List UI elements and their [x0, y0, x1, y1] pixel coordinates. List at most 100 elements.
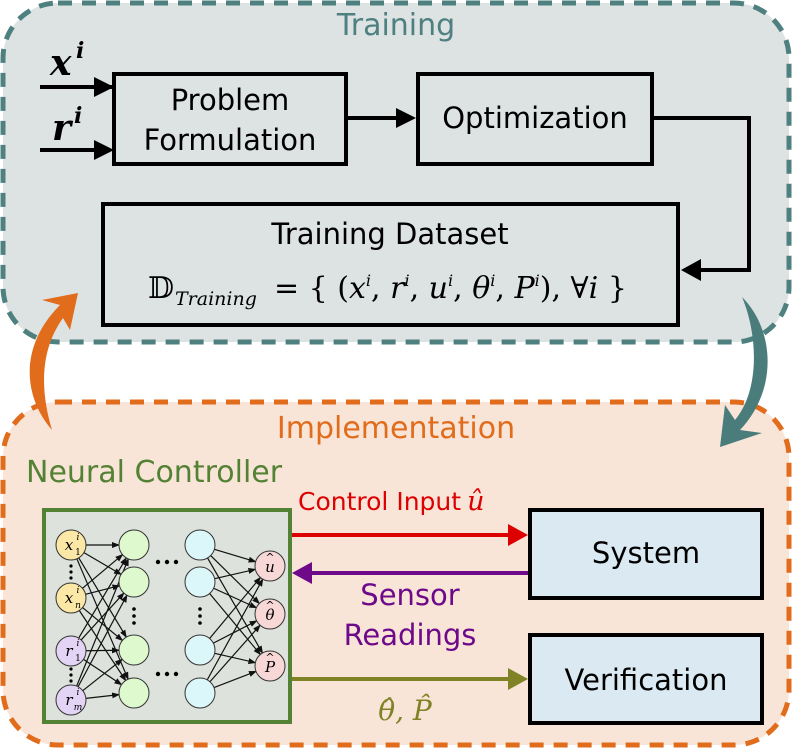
nn-edge — [82, 658, 124, 692]
nn-edge — [77, 594, 128, 688]
svg-text:r: r — [52, 107, 74, 149]
system-label: System — [592, 536, 700, 570]
input-x-label: x i — [49, 38, 84, 84]
nn-input-sup: i — [77, 586, 80, 596]
nn-input-label: x — [65, 536, 74, 554]
nn-edge — [209, 576, 262, 639]
optimization-to-dataset-arrowhead — [681, 259, 701, 281]
nn-edge — [209, 624, 261, 683]
vdots-icon — [132, 621, 136, 625]
sensor-readings-line1: Sensor — [360, 578, 459, 612]
ellipsis-icon — [173, 559, 179, 565]
training-title: Training — [336, 8, 455, 43]
nn-output-hat: ^ — [265, 599, 274, 612]
nn-output-hat: ^ — [265, 551, 274, 564]
vdots-icon — [69, 673, 73, 677]
problem-to-optimization-arrowhead — [396, 108, 416, 128]
control-input-arrowhead — [508, 524, 528, 546]
vdots-icon — [69, 667, 73, 671]
nn-input-node — [55, 635, 87, 667]
training-panel: Training x i r i Problem Formulation Opt… — [0, 0, 792, 345]
nn-edge — [85, 584, 121, 595]
nn-edge — [209, 593, 262, 656]
sensor-readings-arrowhead — [292, 562, 312, 584]
nn-edge — [82, 554, 124, 589]
nn-edge — [214, 567, 257, 580]
training-dataset-title: Training Dataset — [270, 217, 508, 251]
svg-text:i: i — [76, 38, 84, 64]
ellipsis-icon — [164, 559, 170, 565]
nn-hidden2-node — [184, 566, 216, 598]
nn-output-node — [254, 550, 286, 582]
nn-hidden1-node — [118, 677, 150, 709]
neural-controller-title: Neural Controller — [26, 455, 283, 490]
nn-edge — [213, 670, 257, 689]
input-r-label: r i — [52, 103, 82, 149]
optimization-to-dataset-arrow — [652, 116, 751, 272]
nn-input-node — [55, 684, 87, 716]
dataset-formula-body: = { (xi, ri, ui, θi, Pi), ∀i } — [274, 271, 627, 306]
vdots-icon — [198, 607, 202, 611]
svg-text:x: x — [49, 42, 72, 84]
vdots-icon — [198, 621, 202, 625]
vdots-icon — [198, 614, 202, 618]
nn-edge — [83, 552, 122, 575]
nn-input-sub: m — [74, 703, 83, 713]
nn-edge — [210, 555, 261, 605]
nn-input-sup: i — [77, 688, 80, 698]
verification-label: Verification — [565, 663, 728, 697]
estimates-arrowhead — [508, 668, 528, 690]
nn-connections — [76, 542, 264, 699]
nn-edge — [206, 578, 264, 681]
svg-text:i: i — [74, 103, 82, 129]
problem-formulation-box[interactable]: Problem Formulation — [112, 72, 348, 166]
nn-edge — [78, 610, 127, 682]
implementation-title: Implementation — [277, 411, 515, 446]
training-dataset-box[interactable]: Training Dataset 𝔻 Training = { (xi, ri,… — [101, 202, 680, 327]
input-r-arrowhead — [94, 140, 114, 160]
nn-hidden1-node — [118, 566, 150, 598]
dataset-symbol: 𝔻 — [148, 271, 174, 306]
nn-output-hat: ^ — [265, 651, 274, 664]
nn-hidden1-node — [118, 634, 150, 666]
nn-input-sub: n — [75, 601, 81, 611]
problem-formulation-line2: Formulation — [144, 123, 317, 157]
input-x-arrowhead — [94, 77, 114, 97]
nn-input-label: x — [65, 589, 74, 607]
vdots-icon — [132, 614, 136, 618]
nn-hidden2-node — [184, 634, 216, 666]
training-to-implementation-arrow — [720, 297, 768, 447]
nn-edge — [206, 557, 264, 654]
nn-input-sup: i — [77, 639, 80, 649]
nn-input-sub: 1 — [75, 548, 81, 558]
nn-input-node — [55, 582, 87, 614]
training-dataset-formula: 𝔻 Training = { (xi, ri, ui, θi, Pi), ∀i … — [148, 271, 627, 310]
sensor-readings-line2: Readings — [344, 618, 477, 652]
nn-input-label: r — [65, 691, 73, 709]
vdots-icon — [69, 564, 73, 568]
nn-edge — [85, 692, 121, 699]
nn-hidden2-node — [184, 677, 216, 709]
vdots-icon — [69, 570, 73, 574]
vdots-icon — [69, 576, 73, 580]
nn-output-label: θ — [265, 606, 274, 624]
ellipsis-icon — [155, 559, 161, 565]
nn-output-label: P — [264, 658, 276, 676]
nn-input-sub: 1 — [75, 654, 81, 664]
dataset-subscript: Training — [175, 288, 257, 310]
system-box[interactable]: System — [528, 508, 764, 600]
optimization-box[interactable]: Optimization — [416, 72, 654, 166]
nn-hidden1-node — [118, 529, 150, 561]
ellipsis-icon — [173, 671, 179, 677]
nn-edge — [213, 620, 258, 644]
ellipsis-icon — [164, 671, 170, 677]
nn-edge — [78, 557, 127, 639]
verification-box[interactable]: Verification — [528, 633, 764, 725]
nn-edge — [80, 592, 125, 641]
nn-input-label: r — [65, 642, 73, 660]
